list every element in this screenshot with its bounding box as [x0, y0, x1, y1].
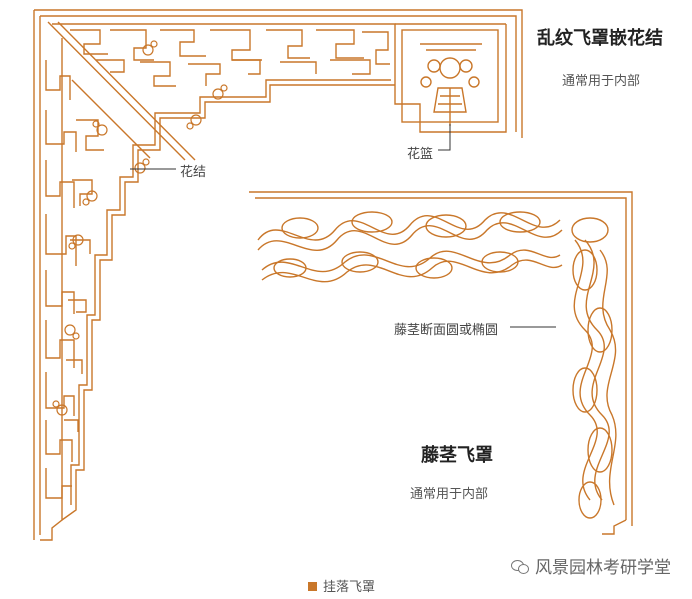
wechat-icon [511, 560, 529, 574]
vine-flying-canopy [249, 191, 633, 535]
leader-lines [130, 124, 556, 328]
label-flower-basket: 花篮 [407, 147, 434, 162]
watermark: 风景园林考研学堂 [511, 553, 671, 578]
caption-text: 挂落飞罩 [323, 580, 376, 595]
caption-square-icon [308, 582, 317, 591]
panel-top-title: 乱纹飞罩嵌花结 [537, 28, 663, 49]
label-vine-section: 藤茎断面圆或椭圆 [394, 323, 499, 338]
panel-bottom-subtitle: 通常用于内部 [410, 487, 489, 502]
figure-caption: 挂落飞罩 [308, 576, 375, 595]
watermark-text: 风景园林考研学堂 [535, 558, 671, 578]
panel-bottom-title: 藤茎飞罩 [421, 445, 493, 466]
leader-flower-basket [438, 124, 451, 151]
panel-top-subtitle: 通常用于内部 [562, 74, 641, 89]
label-flower-knot: 花结 [180, 165, 207, 180]
lattice-flying-canopy [33, 9, 523, 541]
